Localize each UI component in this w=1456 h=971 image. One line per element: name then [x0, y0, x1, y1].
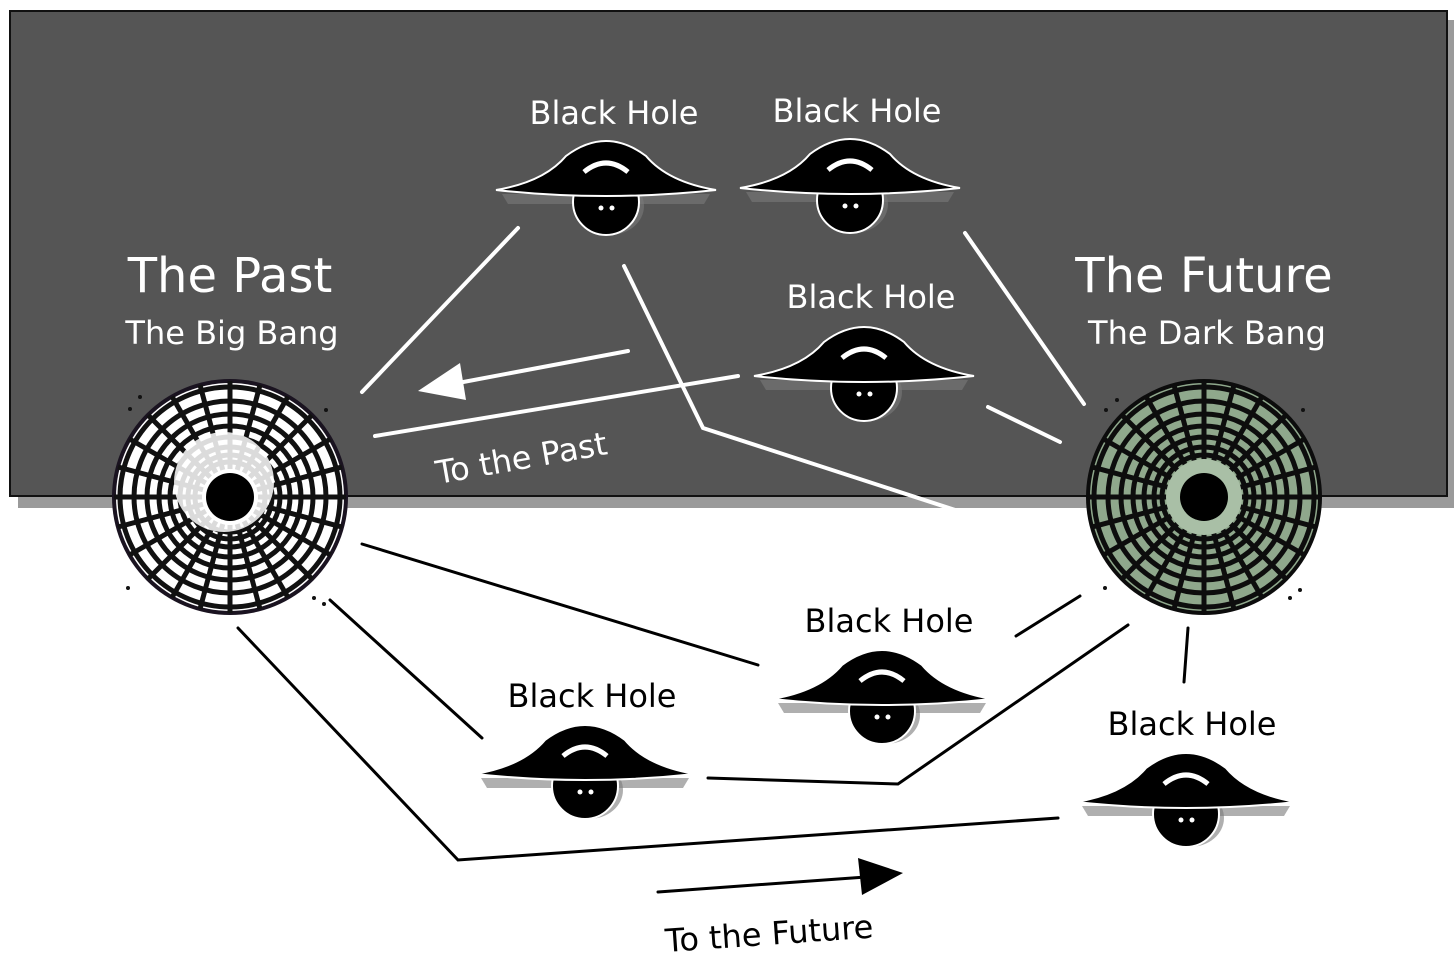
to-past-arrow-shaft — [456, 349, 630, 385]
connector-past-bh6 — [236, 626, 1060, 862]
connector-past-bh4 — [360, 542, 760, 667]
past-title: The Past — [127, 248, 333, 304]
black-hole-icon — [1075, 752, 1297, 848]
connector-bh3-future — [986, 405, 1062, 444]
to-future-label: To the Future — [663, 908, 875, 961]
black-hole-label-2: Black Hole — [773, 92, 942, 130]
connector-future-bh4 — [1014, 594, 1082, 638]
future-title: The Future — [1074, 248, 1332, 304]
future-vortex — [1086, 379, 1322, 615]
black-hole-icon — [753, 326, 975, 422]
black-holes — [474, 138, 1297, 848]
black-hole-label-3: Black Hole — [787, 278, 956, 316]
past-vortex — [112, 379, 348, 615]
to-past-arrowhead — [418, 363, 466, 400]
black-hole-label-1: Black Hole — [530, 94, 699, 132]
connector-bh2-future — [963, 231, 1086, 406]
connectors-dark — [360, 226, 1086, 550]
black-hole-label-5: Black Hole — [508, 677, 677, 715]
black-hole-icon — [739, 138, 961, 234]
to-future-arrowhead — [858, 858, 903, 895]
connector-bh3-past — [373, 374, 740, 438]
to-future-arrow-shaft — [656, 875, 868, 894]
future-subtitle: The Dark Bang — [1087, 314, 1326, 352]
past-subtitle: The Big Bang — [124, 314, 338, 352]
connector-bh1-future — [622, 264, 1074, 550]
connector-future-bh6 — [1182, 626, 1190, 684]
black-hole-label-4: Black Hole — [805, 602, 974, 640]
connector-bh5-future — [706, 623, 1130, 786]
black-hole-label-6: Black Hole — [1108, 705, 1277, 743]
connectors-light — [236, 542, 1190, 894]
black-hole-icon — [474, 724, 696, 820]
connector-past-bh5 — [328, 598, 484, 740]
connector-past-bh1 — [360, 226, 520, 394]
black-hole-icon — [495, 140, 717, 236]
black-hole-icon — [771, 649, 993, 745]
